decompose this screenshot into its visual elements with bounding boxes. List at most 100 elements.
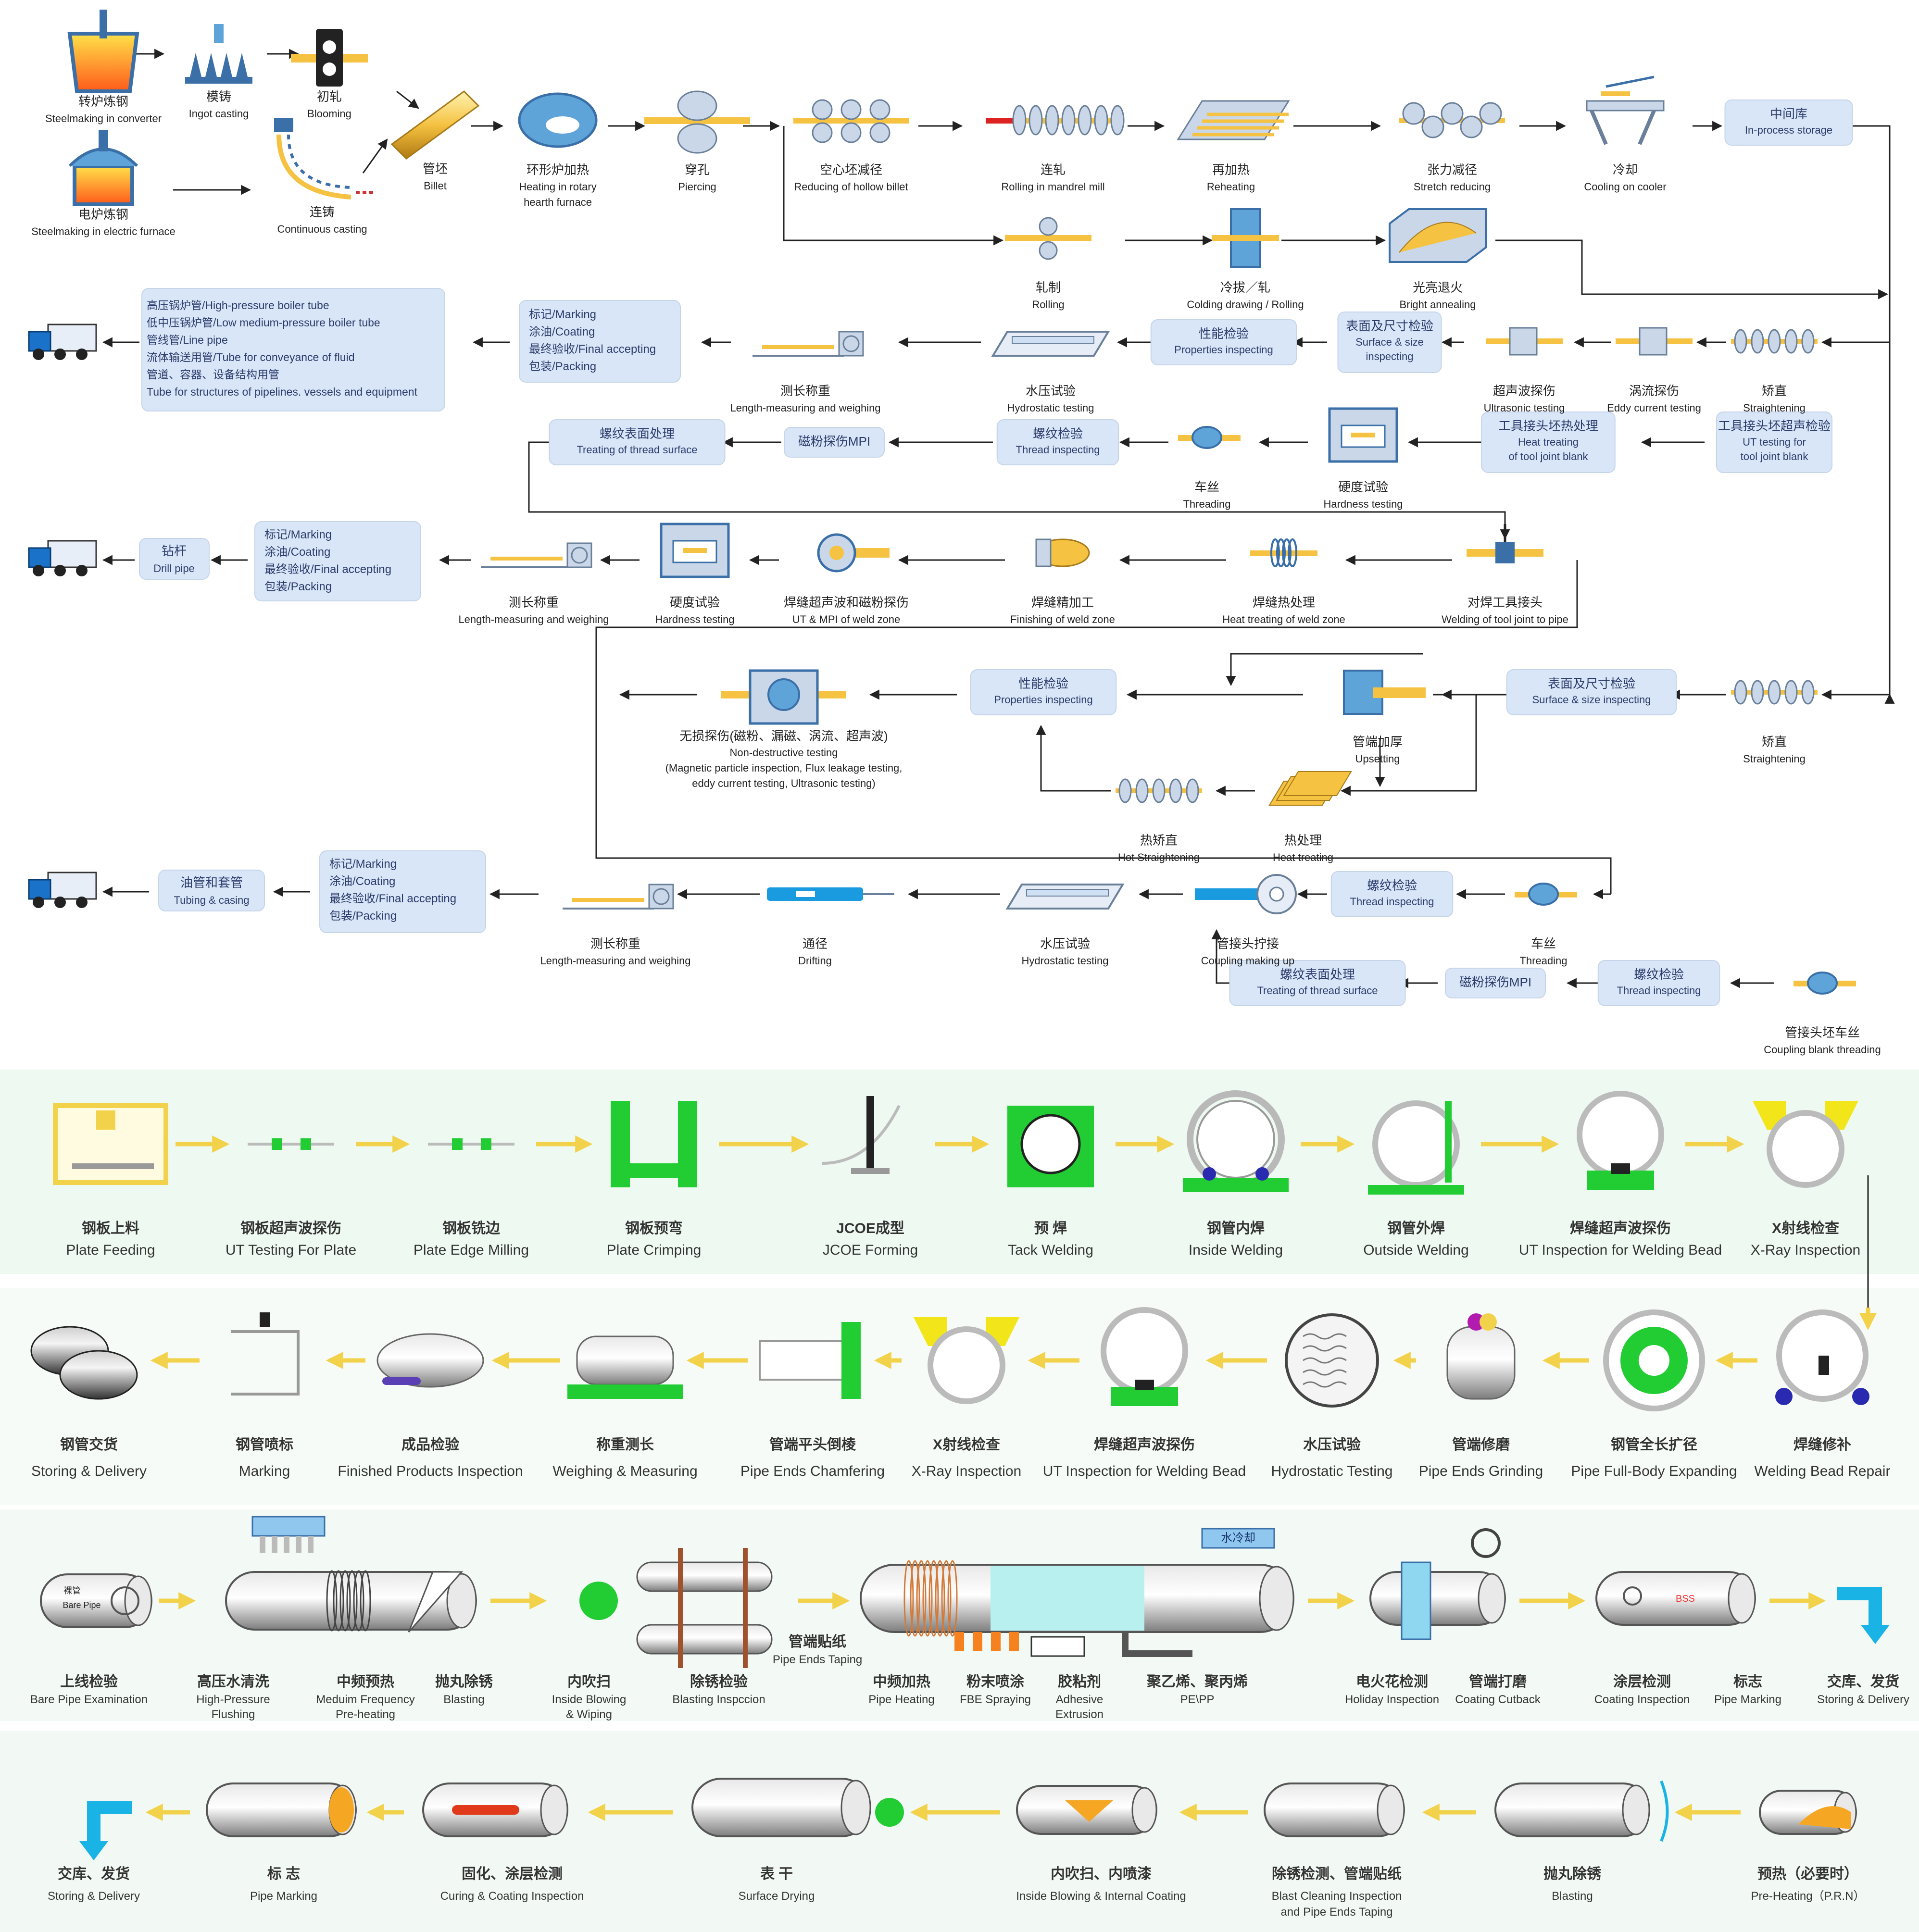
- row5-4-en: Hot Straightening: [1118, 851, 1200, 863]
- welded2-2-icon: [376, 1333, 484, 1388]
- row3-3-icon: [1178, 426, 1241, 449]
- tubing-casing-box: [158, 870, 265, 911]
- row3-2-en: Hardness testing: [1323, 498, 1403, 510]
- row4-1-cn: 焊缝热处理: [1253, 595, 1315, 610]
- welded1-5-cn: 预 焊: [1034, 1221, 1067, 1236]
- row6-truck-icon: [28, 872, 97, 908]
- row1-2-cn: 空心坯减径: [820, 162, 882, 177]
- row1-0-en: Heating in rotary: [519, 181, 596, 193]
- row3-2-cn: 硬度试验: [1338, 480, 1388, 494]
- welded2-5-en: X-Ray Inspection: [912, 1463, 1021, 1479]
- row6-2-icon: [1195, 874, 1297, 914]
- row5-5-cn: 性能检验: [1018, 676, 1068, 691]
- row4-0-en: Welding of tool joint to pipe: [1442, 613, 1568, 625]
- welded1-1-icon: [248, 1138, 334, 1150]
- welded2-0-cn: 钢管交货: [60, 1436, 118, 1453]
- coat1-2-cn: 中频预热: [337, 1674, 394, 1690]
- coat2-pipe-4-icon: [1264, 1782, 1405, 1837]
- row7-1-cn: 螺纹检验: [1634, 967, 1684, 982]
- start-3-icon: [68, 130, 138, 206]
- flow-line: [528, 441, 1506, 529]
- row2-5-en: Hydrostatic testing: [1007, 402, 1094, 414]
- row1-6-cn: 冷却: [1613, 162, 1638, 177]
- row1-4-icon: [1177, 100, 1290, 140]
- row2-1-cn: 涡流探伤: [1629, 384, 1679, 398]
- row4-1-icon: [1250, 538, 1317, 567]
- coat2-0-en: Storing & Delivery: [48, 1890, 140, 1903]
- welded1-7-cn: 钢管外焊: [1387, 1221, 1445, 1236]
- row6-4-icon: [767, 887, 894, 901]
- row2-3-en: Surface & size: [1355, 336, 1424, 348]
- branch-2-en: Bright annealing: [1399, 299, 1476, 311]
- flow-arrow: [396, 90, 419, 109]
- row3-0-cn: 工具接头坯超声检验: [1718, 419, 1831, 433]
- coat1-2-en: Meduim Frequency: [316, 1693, 414, 1706]
- row3-3-en: Threading: [1183, 498, 1230, 510]
- start-5-en: Billet: [424, 180, 447, 192]
- start-4-en: Continuous casting: [277, 223, 367, 235]
- row2-6-icon: [753, 331, 864, 357]
- welded1-1-en: UT Testing For Plate: [226, 1242, 356, 1258]
- row2-6-en: Length-measuring and weighing: [730, 402, 880, 414]
- welded2-8-en: Pipe Ends Grinding: [1419, 1463, 1543, 1479]
- row3-5-cn: 磁粉探伤MPI: [798, 434, 870, 449]
- row6-marking-line-2: 最终验收/Final accepting: [329, 892, 456, 905]
- drill-pipe-box: [139, 538, 210, 580]
- row3-6-cn: 螺纹表面处理: [600, 426, 675, 441]
- row2-5-icon: [991, 331, 1110, 357]
- row1-4-en: Reheating: [1207, 181, 1255, 193]
- welded1-0-cn: 钢板上料: [82, 1221, 139, 1236]
- welded2-10-icon: [1775, 1309, 1869, 1405]
- row1-3-icon: [986, 105, 1125, 136]
- flow-line: [1346, 694, 1477, 792]
- welded2-6-en: UT Inspection for Welding Bead: [1043, 1463, 1246, 1479]
- row7-3-cn: 螺纹表面处理: [1280, 967, 1355, 982]
- flow-arrow: [362, 138, 388, 174]
- coat1-11-cn: 电火花检测: [1356, 1673, 1428, 1690]
- row2-5-cn: 水压试验: [1026, 384, 1076, 398]
- row5-2-en: Upsetting: [1355, 753, 1400, 765]
- welded2-6-icon: [1101, 1307, 1188, 1406]
- coat2-5-en2: and Pipe Ends Taping: [1280, 1906, 1392, 1919]
- row6-0-en: Threading: [1519, 955, 1567, 967]
- coat1-8-en: FBE Spraying: [960, 1693, 1031, 1706]
- row4-truck-icon: [28, 540, 97, 576]
- row2-4-cn: 性能检验: [1199, 326, 1249, 341]
- row5-2-cn: 管端加厚: [1353, 735, 1403, 749]
- blasting-inspection-pipe-upper: [636, 1561, 773, 1592]
- welded1-5-icon: [1007, 1106, 1094, 1187]
- rack-post-right: [743, 1548, 748, 1668]
- start-1-en: Ingot casting: [189, 108, 249, 120]
- coat1-7-en: Pipe Heating: [868, 1693, 934, 1706]
- ndt-en2: (Magnetic particle inspection, Flux leak…: [665, 762, 903, 774]
- coat1-5-en: Blasting Inspccion: [672, 1693, 765, 1706]
- coat2-pipe-0-icon: [206, 1782, 357, 1837]
- coat1-9-cn: 胶粘剂: [1058, 1673, 1101, 1690]
- row2-product-line-5: Tube for structures of pipelines. vessel…: [147, 386, 418, 398]
- welded1-2-cn: 钢板铣边: [442, 1221, 501, 1236]
- row6-2-en: Coupling making up: [1201, 955, 1294, 967]
- drill-pipe-cn: 钻杆: [162, 544, 187, 558]
- row5-0-icon: [1731, 680, 1818, 705]
- welded1-6-icon: [1183, 1090, 1289, 1192]
- row4-5-icon: [481, 542, 592, 568]
- row5-1-cn: 表面及尺寸检验: [1548, 676, 1635, 691]
- welded1-8-en: UT Inspection for Welding Bead: [1519, 1242, 1722, 1258]
- coat1-8-cn: 粉末喷涂: [966, 1673, 1024, 1690]
- ndt-cn: 无损探伤(磁粉、漏磁、涡流、超声波): [679, 729, 888, 743]
- branch-2-icon: [1389, 208, 1487, 263]
- row2-product-line-3: 流体输送用管/Tube for conveyance of fluid: [147, 351, 355, 363]
- row3-1-en2: of tool joint blank: [1508, 450, 1588, 462]
- row3-4-cn: 螺纹检验: [1033, 426, 1083, 441]
- row2-product-line-1: 低中压锅炉管/Low medium-pressure boiler tube: [147, 316, 380, 329]
- row6-marking-line-3: 包装/Packing: [329, 910, 397, 922]
- row7-0-en: Coupling blank threading: [1764, 1044, 1881, 1056]
- row2-marking-line-3: 包装/Packing: [529, 360, 596, 373]
- coat1-holiday-pipe-icon: [1369, 1528, 1506, 1640]
- row3-6-box: [549, 419, 726, 465]
- row4-2-en: Finishing of weld zone: [1010, 613, 1115, 625]
- row1-7-box: [1724, 100, 1853, 146]
- branch-0-en: Rolling: [1032, 299, 1064, 311]
- row7-2-cn: 磁粉探伤MPI: [1459, 975, 1531, 989]
